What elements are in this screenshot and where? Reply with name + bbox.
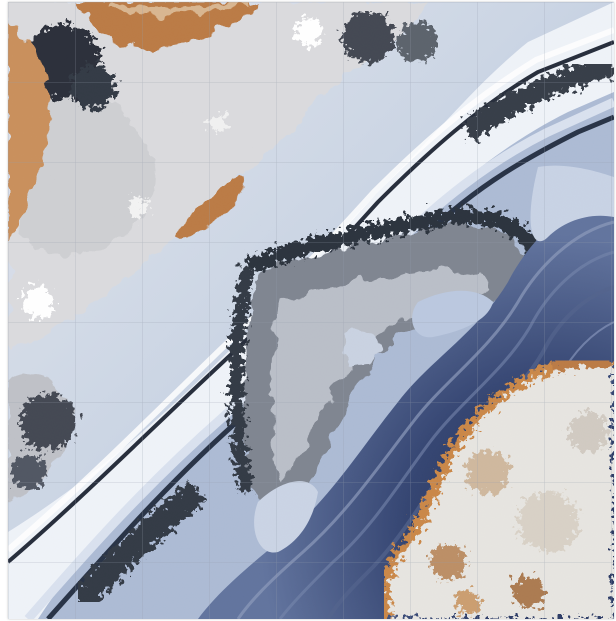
agate-artwork [8,2,614,619]
surface-grain [8,2,614,619]
agate-stone-panel [8,2,614,619]
